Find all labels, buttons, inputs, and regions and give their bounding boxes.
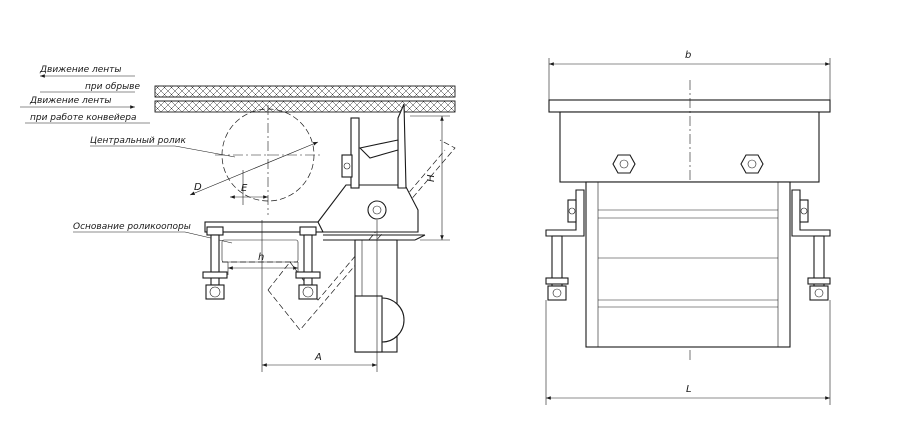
dim-E: E — [241, 183, 248, 194]
side-view: Движение ленты при обрыве Движение ленты… — [20, 65, 456, 372]
belt-motion-work-label-2: при работе конвейера — [30, 113, 137, 123]
dim-A: A — [314, 352, 322, 363]
base-bolt-right — [295, 226, 321, 300]
front-view: b — [545, 50, 831, 405]
support-post — [354, 239, 405, 353]
dim-h: h — [258, 252, 264, 263]
dim-L: L — [686, 384, 692, 395]
roller-body — [548, 99, 831, 113]
central-roller-label: Центральный ролик — [90, 136, 186, 146]
belt-motion-break-label-1: Движение ленты — [39, 65, 121, 75]
side-bracket-left — [545, 189, 585, 301]
dim-D: D — [194, 182, 202, 193]
side-bracket-right — [791, 189, 831, 301]
conveyor-belt — [154, 85, 456, 113]
base-bolt-left — [202, 226, 228, 300]
dim-b: b — [685, 50, 691, 61]
dim-H: H — [426, 174, 437, 182]
roller-base-label: Основание роликоопоры — [73, 222, 191, 232]
belt-motion-work-label-1: Движение ленты — [29, 96, 111, 106]
pivot-bracket — [317, 184, 426, 241]
front-frame — [585, 181, 791, 348]
roller-bolt-left — [612, 154, 636, 174]
upper-fork — [341, 103, 407, 189]
roller-bolt-right — [740, 154, 764, 174]
belt-motion-break-label-2: при обрыве — [85, 82, 140, 92]
